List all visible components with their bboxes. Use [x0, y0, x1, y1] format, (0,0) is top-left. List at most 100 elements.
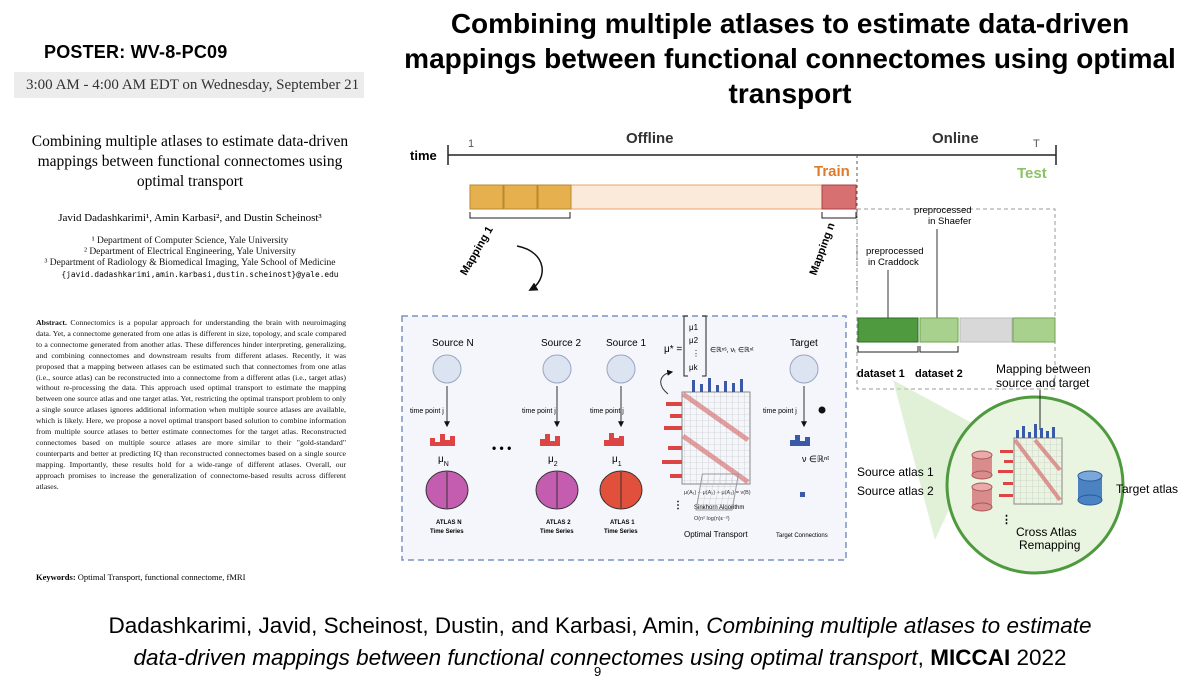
shaefer-label-2: in Shaefer: [928, 216, 971, 227]
paper-title: Combining multiple atlases to estimate d…: [31, 133, 349, 190]
affiliation-3: ³ Department of Radiology & Biomedical I…: [44, 258, 336, 268]
atlas-n-label: ATLAS N: [436, 520, 462, 526]
svg-text:ν ∈ℝⁿᵗ: ν ∈ℝⁿᵗ: [802, 454, 829, 464]
train-block: [503, 184, 538, 210]
page-number: 9: [594, 664, 602, 679]
dataset-2-label: dataset 2: [915, 368, 963, 380]
target-atlas-label: Target atlas: [1116, 482, 1178, 496]
abstract: Abstract. Connectomics is a popular appr…: [36, 318, 346, 493]
dataset-1-block: [857, 317, 919, 343]
mapping-1-label: Mapping 1: [458, 224, 496, 277]
source-atlas-2-cylinder: [971, 482, 993, 512]
source-1-label: Source 1: [606, 338, 646, 349]
test-region: [856, 208, 1056, 390]
train-block-n: [821, 184, 857, 210]
time-point-label: time point j: [410, 408, 444, 415]
affiliation-1: ¹ Department of Computer Science, Yale U…: [91, 236, 289, 246]
dataset-1-label: dataset 1: [857, 368, 905, 380]
mu-1-label: μ1: [612, 454, 622, 468]
source-atlas-2-label: Source atlas 2: [857, 484, 934, 498]
brain-icon: [606, 354, 636, 384]
mu-n-label: μN: [438, 454, 449, 468]
tick-end: T: [1033, 138, 1040, 150]
author-emails: {javid.dadashkarimi,amin.karbasi,dustin.…: [61, 270, 339, 279]
slide-title: Combining multiple atlases to estimate d…: [404, 8, 1176, 109]
svg-text:μ2: μ2: [689, 336, 699, 345]
atlas-2-label: ATLAS 2: [546, 520, 571, 526]
citation-title-part-1: Combining multiple atlases to estimate: [706, 613, 1092, 638]
mapping-between-label-2: source and target: [996, 376, 1090, 390]
train-label: Train: [814, 163, 850, 180]
brain-icon: [542, 354, 572, 384]
online-label: Online: [932, 130, 979, 147]
time-label: time: [410, 148, 437, 163]
citation-year: 2022: [1016, 645, 1067, 670]
keywords: Keywords: Optimal Transport, functional …: [36, 572, 346, 582]
cross-atlas-label-1: Cross Atlas: [1016, 525, 1077, 539]
keywords-text: Optimal Transport, functional connectome…: [77, 572, 246, 582]
svg-text:O(n² log(n)ε⁻²): O(n² log(n)ε⁻²): [694, 516, 730, 522]
citation: Dadashkarimi, Javid, Scheinost, Dustin, …: [20, 610, 1180, 674]
svg-text:⋮: ⋮: [692, 349, 700, 358]
affiliation-2: ² Department of Electrical Engineering, …: [84, 247, 296, 257]
keywords-label: Keywords:: [36, 572, 76, 582]
abstract-text: Connectomics is a popular approach for u…: [36, 318, 346, 491]
time-series-label: Time Series: [430, 529, 464, 535]
session-time: 3:00 AM - 4:00 AM EDT on Wednesday, Sept…: [26, 77, 360, 93]
sources-ellipsis: • • •: [492, 441, 511, 455]
zoom-connector: [893, 380, 985, 540]
craddock-label-2: in Craddock: [868, 257, 919, 268]
tick-start: 1: [468, 138, 474, 150]
train-block: [537, 184, 572, 210]
source-1-column: Source 1 time point j μ1 ATLAS 1 Time Se…: [590, 338, 646, 535]
mapping-between-label-1: Mapping between: [996, 362, 1091, 376]
svg-text:∈ℝⁿˢ, νₜ ∈ℝⁿᵗ: ∈ℝⁿˢ, νₜ ∈ℝⁿᵗ: [710, 346, 754, 354]
brain-icon: [432, 354, 462, 384]
dataset-2-block: [919, 317, 959, 343]
time-series-label: Time Series: [540, 529, 574, 535]
offline-label: Offline: [626, 130, 674, 147]
train-block: [469, 184, 504, 210]
target-label: Target: [790, 338, 818, 349]
svg-text:μk: μk: [689, 363, 699, 372]
citation-authors: Dadashkarimi, Javid, Scheinost, Dustin, …: [108, 613, 701, 638]
paper-authors: Javid Dadashkarimi¹, Amin Karbasi², and …: [58, 212, 322, 224]
source-atlas-1-cylinder: [971, 450, 993, 480]
source-2-column: Source 2 time point j μ2 ATLAS 2 Time Se…: [522, 338, 581, 535]
citation-separator: ,: [917, 645, 924, 670]
time-point-label: time point j: [590, 408, 624, 415]
unused-block: [959, 317, 1013, 343]
target-connections-label: Target Connections: [776, 533, 828, 539]
method-figure: time 1 T Offline Online Train Test Mappi…: [401, 130, 1178, 575]
svg-text:⋮: ⋮: [673, 500, 683, 511]
mu-star-symbol: μ* =: [664, 344, 682, 355]
mapping-arrow: [516, 245, 543, 291]
source-atlas-1-label: Source atlas 1: [857, 465, 934, 479]
cross-atlas-label-2: Remapping: [1019, 538, 1080, 552]
brain-icon: [789, 354, 819, 384]
test-label: Test: [1017, 165, 1047, 182]
shaefer-label-1: preprocessed: [914, 205, 972, 216]
citation-venue: MICCAI: [930, 645, 1011, 670]
citation-title-part-2: data-driven mappings between functional …: [133, 645, 918, 670]
svg-text:μ1: μ1: [689, 323, 699, 332]
optimal-transport-label: Optimal Transport: [684, 530, 748, 539]
source-n-column: Source N time point j μN ATLAS N Time Se…: [410, 338, 474, 535]
source-n-label: Source N: [432, 338, 474, 349]
mapping-n-label: Mapping n: [808, 221, 838, 277]
abstract-label: Abstract.: [36, 318, 67, 327]
mu-2-label: μ2: [548, 454, 558, 468]
svg-text:⋮: ⋮: [1001, 514, 1012, 526]
target-column: Target time point j ν ∈ℝⁿᵗ Target Connec…: [695, 338, 829, 539]
session-time-banner: [14, 72, 364, 98]
poster-label: POSTER: WV-8-PC09: [44, 42, 228, 62]
time-series-label: Time Series: [604, 529, 638, 535]
target-connections-cube: [695, 473, 740, 511]
craddock-label-1: preprocessed: [866, 246, 924, 257]
time-point-label: time point j: [763, 408, 797, 415]
test-block: [1012, 317, 1056, 343]
transport-matrix: [681, 391, 751, 485]
atlas-1-label: ATLAS 1: [610, 520, 635, 526]
source-2-label: Source 2: [541, 338, 581, 349]
time-point-label: time point j: [522, 408, 556, 415]
